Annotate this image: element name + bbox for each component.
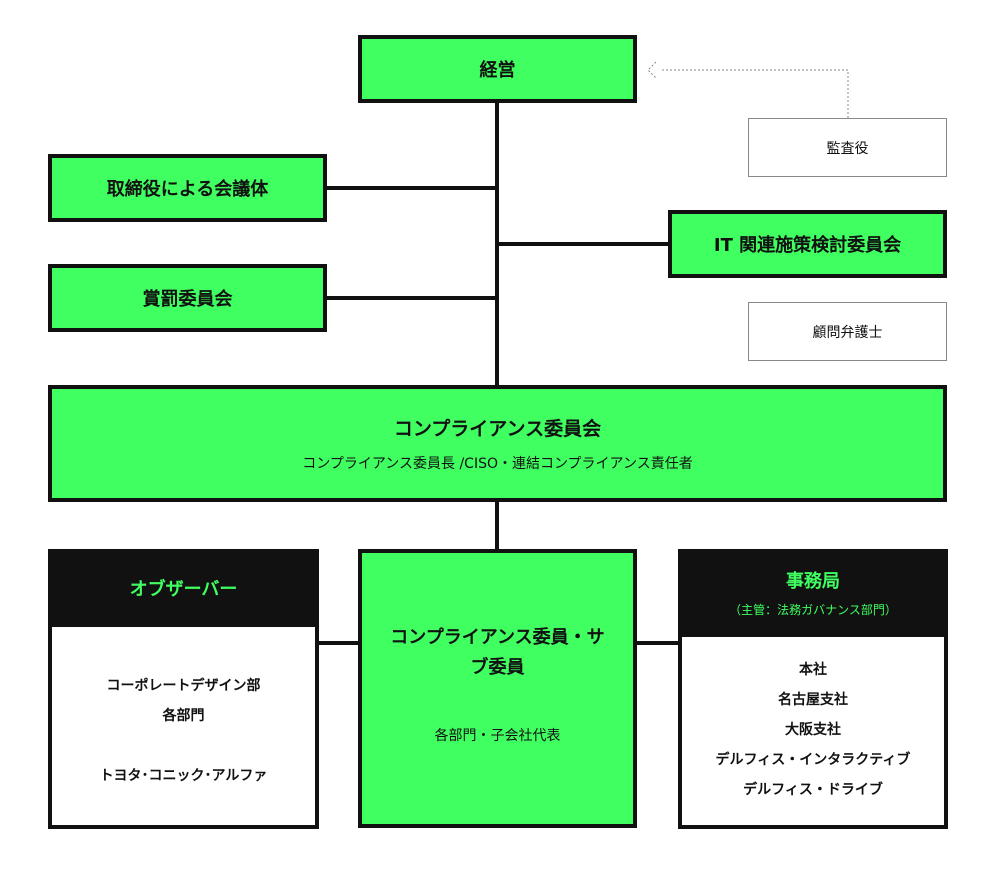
observer-title: オブザーバー: [52, 553, 315, 627]
members-subtitle: 各部門・子会社代表: [434, 728, 561, 744]
secretariat-item: デルフィス・インタラクティブ: [715, 752, 911, 768]
management-label: 経営: [479, 60, 516, 81]
compliance-committee-box: コンプライアンス委員会 コンプライアンス委員長 /CISO・連結コンプライアンス…: [48, 385, 947, 502]
compliance-committee-subtitle: コンプライアンス委員長 /CISO・連結コンプライアンス責任者: [302, 456, 693, 472]
secretariat-item: デルフィス・ドライブ: [743, 782, 883, 798]
secretariat-item: 本社: [799, 662, 827, 678]
members-title: コンプライアンス委員・サブ委員: [390, 627, 605, 678]
connector-board: [327, 186, 497, 190]
secretariat-item: 名古屋支社: [778, 692, 848, 708]
management-box: 経営: [358, 35, 637, 103]
secretariat-body: 本社 名古屋支社 大阪支社 デルフィス・インタラクティブ デルフィス・ドライブ: [682, 637, 944, 805]
lawyer-label: 顧問弁護士: [812, 324, 883, 341]
it-committee-label: IT 関連施策検討委員会: [713, 235, 902, 256]
observer-body: コーポレートデザイン部 各部門 トヨタ･コニック･アルファ: [52, 627, 315, 791]
lawyer-box: 顧問弁護士: [748, 302, 947, 361]
connector-it: [497, 242, 668, 246]
board-label: 取締役による会議体: [106, 179, 269, 200]
compliance-committee-title: コンプライアンス委員会: [393, 418, 602, 440]
secretariat-header: 事務局 （主管：法務ガバナンス部門）: [682, 553, 944, 637]
it-committee-box: IT 関連施策検討委員会: [668, 210, 947, 278]
secretariat-panel: 事務局 （主管：法務ガバナンス部門） 本社 名古屋支社 大阪支社 デルフィス・イ…: [678, 549, 948, 829]
observer-panel: オブザーバー コーポレートデザイン部 各部門 トヨタ･コニック･アルファ: [48, 549, 319, 829]
secretariat-subtitle: （主管：法務ガバナンス部門）: [729, 603, 897, 617]
auditor-box: 監査役: [748, 118, 947, 177]
connector-observer: [319, 641, 358, 645]
reward-committee-label: 賞罰委員会: [142, 289, 233, 310]
board-box: 取締役による会議体: [48, 154, 327, 222]
connector-reward: [327, 296, 497, 300]
auditor-label: 監査役: [826, 140, 869, 157]
secretariat-item: 大阪支社: [785, 722, 841, 738]
observer-line-1: コーポレートデザイン部: [106, 678, 261, 694]
secretariat-title: 事務局: [786, 571, 840, 592]
connector-compliance-members: [495, 502, 499, 549]
members-box: コンプライアンス委員・サブ委員 各部門・子会社代表: [358, 549, 637, 828]
reward-committee-box: 賞罰委員会: [48, 264, 327, 332]
observer-line-3: トヨタ･コニック･アルファ: [99, 768, 268, 784]
connector-secretariat: [637, 641, 678, 645]
observer-line-2: 各部門: [162, 708, 205, 724]
